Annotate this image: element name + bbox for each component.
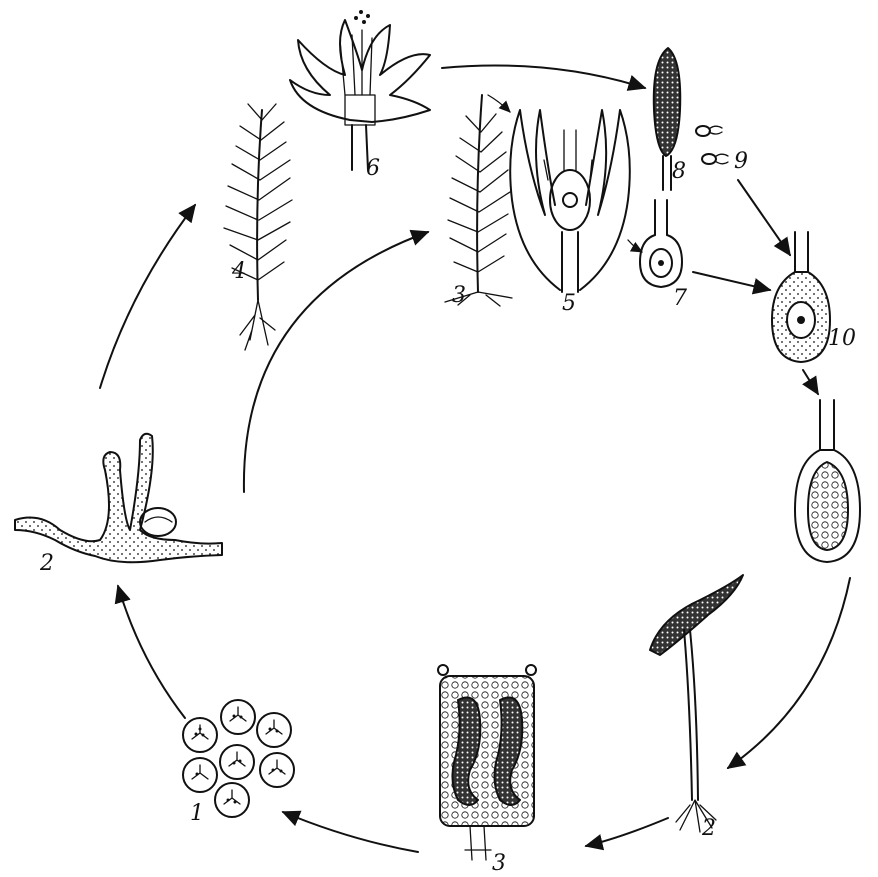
spores-group	[183, 700, 294, 817]
male-gametophyte	[224, 104, 292, 350]
label-5: 5	[562, 291, 576, 316]
label-4: 4	[231, 259, 246, 284]
fertilized-archegonium	[772, 232, 830, 362]
label-8: 8	[672, 159, 686, 184]
label-7: 7	[673, 286, 687, 311]
label-10: 10	[828, 326, 856, 351]
arrow-protonema-to-gametophyte-4	[100, 205, 195, 388]
embryo	[795, 400, 860, 562]
label-9: 9	[734, 149, 748, 174]
archegonium	[640, 200, 682, 287]
label-3-top: 3	[452, 283, 466, 308]
protonema	[15, 434, 222, 563]
arrow-sporophyte-to-capsule	[586, 818, 668, 846]
arrow-capsule-to-spores	[283, 812, 418, 852]
spore	[257, 713, 291, 747]
arrow-6-to-8	[442, 66, 645, 89]
arrow-7-to-10	[693, 272, 770, 290]
label-3-bottom: 3	[492, 851, 506, 876]
arrow-10-to-embryo	[803, 370, 818, 394]
arrow-3-to-5	[488, 95, 510, 112]
spore	[183, 758, 217, 792]
arrow-9-to-10	[738, 180, 790, 255]
archegonial-head	[510, 110, 630, 292]
capsule-section	[438, 665, 536, 860]
spore	[221, 700, 255, 734]
spore	[260, 753, 294, 787]
sporophyte	[650, 575, 743, 832]
spore	[220, 745, 254, 779]
label-6: 6	[366, 156, 380, 181]
label-1: 1	[190, 801, 204, 826]
arrow-spores-to-protonema	[118, 586, 185, 718]
spore	[215, 783, 249, 817]
spore	[183, 718, 217, 752]
arrow-5-to-7	[628, 240, 642, 252]
label-2-left: 2	[39, 551, 54, 576]
female-gametophyte	[445, 95, 512, 306]
arrow-embryo-to-sporophyte	[728, 578, 850, 768]
sperm-cells	[696, 126, 728, 164]
antheridial-head	[290, 10, 430, 170]
label-2-right: 2	[701, 816, 716, 841]
